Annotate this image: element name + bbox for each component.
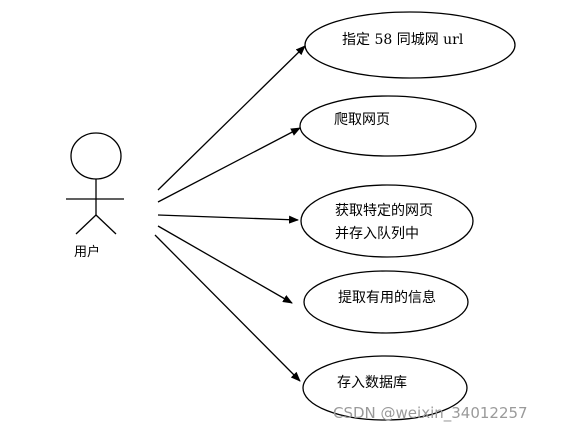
use-case-ellipse (303, 270, 469, 334)
actor-head (70, 132, 122, 180)
use-case-1: 指定 58 同城网 url (304, 11, 516, 79)
use-case-4: 提取有用的信息 (303, 270, 469, 334)
use-case-label: 提取有用的信息 (338, 289, 436, 306)
use-case-label: 指定 58 同城网 url (342, 32, 464, 48)
actor-right-leg (95, 214, 117, 235)
use-case-label-line-2: 并存入队列中 (335, 226, 419, 242)
use-case-label: 存入数据库 (337, 375, 407, 391)
use-case-label: 爬取网页 (334, 112, 390, 128)
arrow-to-use-case-5 (154, 234, 301, 382)
use-case-ellipse (300, 184, 474, 258)
use-case-ellipse (304, 11, 516, 79)
arrow-to-use-case-2 (157, 127, 301, 203)
actor-label: 用户 (74, 244, 100, 260)
arrow-to-use-case-4 (157, 225, 293, 304)
use-case-2: 爬取网页 (299, 95, 477, 157)
actor-left-leg (75, 214, 97, 235)
use-case-3: 获取特定的网页 并存入队列中 (300, 184, 474, 258)
use-case-ellipse (299, 95, 477, 157)
use-case-5: 存入数据库 (302, 355, 468, 421)
use-case-ellipse (302, 355, 468, 421)
arrow-to-use-case-3 (157, 214, 299, 224)
arrow-to-use-case-1 (157, 45, 306, 191)
actor-figure (66, 132, 124, 235)
use-case-label-line-1: 获取特定的网页 (335, 203, 433, 219)
associations (154, 45, 306, 382)
csdn-watermark: CSDN @weixin_34012257 (333, 404, 528, 423)
